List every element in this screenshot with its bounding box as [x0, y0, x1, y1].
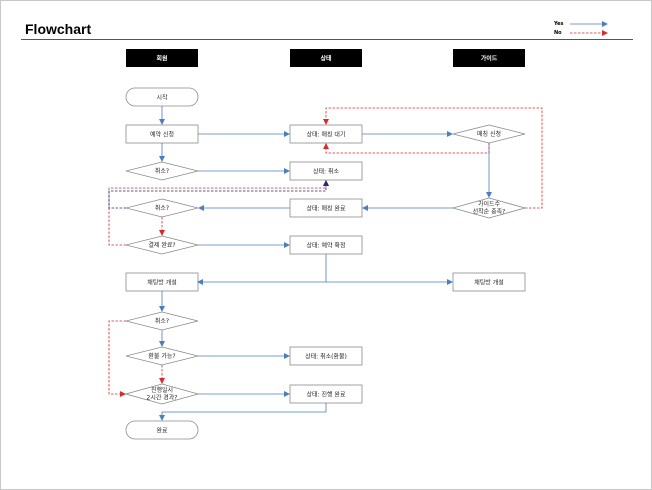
- node-guide-q-label-1: 가이드수: [478, 200, 501, 208]
- node-guide-q: 가이드수 선착순 충족?: [451, 197, 527, 219]
- node-status-cancel: 상태: 취소: [289, 161, 363, 181]
- node-status-match-done: 상태: 매칭 완료: [289, 198, 363, 218]
- node-status-cancel-label: 상태: 취소: [313, 168, 339, 176]
- node-status-match-done-label: 상태: 매칭 완료: [307, 205, 346, 213]
- node-status-cancel-refund-label: 상태: 취소(환불): [305, 353, 347, 361]
- node-room-open-left-label: 채팅방 개설: [147, 279, 177, 287]
- lane-status-label: 상태: [320, 55, 332, 63]
- node-progress-q: 진행일시 2시간 경과?: [124, 383, 200, 405]
- edge-cancelq2-yes-cancel: [108, 180, 329, 209]
- node-match-apply: 매칭 신청: [452, 124, 526, 144]
- node-progress-q-label-1: 진행일시: [151, 386, 173, 394]
- edge-guideq-no-waiting: [323, 107, 543, 209]
- lane-guide-label: 가이드: [481, 55, 498, 63]
- legend-yes-label: Yes: [554, 21, 564, 27]
- title-divider: [21, 39, 633, 40]
- node-start-label: 시작: [156, 95, 168, 102]
- yes-connectors: [159, 106, 492, 421]
- node-payment-q-label: 결제 완료?: [148, 241, 175, 249]
- node-status-confirmed-label: 상태: 예약 확정: [307, 242, 346, 250]
- edge-matchapply-no-waiting: [323, 143, 490, 154]
- node-status-waiting: 상태: 매칭 대기: [289, 124, 363, 144]
- node-end: 완료: [125, 420, 199, 440]
- node-cancel-q1: 취소?: [125, 161, 199, 181]
- lane-header-status: 상태: [290, 49, 362, 67]
- node-payment-q: 결제 완료?: [125, 235, 199, 255]
- node-progress-q-label-2: 2시간 경과?: [147, 394, 178, 402]
- node-guide-q-label-2: 선착순 충족?: [473, 208, 506, 216]
- node-end-label: 완료: [156, 427, 168, 435]
- node-status-waiting-label: 상태: 매칭 대기: [307, 131, 346, 139]
- node-cancel-q1-label: 취소?: [155, 167, 169, 175]
- lane-header-member: 회원: [126, 49, 198, 67]
- node-room-open-left: 채팅방 개설: [125, 272, 199, 292]
- node-cancel-q3: 취소?: [125, 311, 199, 331]
- node-status-cancel-refund: 상태: 취소(환불): [289, 346, 363, 366]
- node-reserve-label: 예약 신청: [150, 131, 174, 139]
- node-start: 시작: [125, 87, 199, 107]
- edge-confirmed-split: [197, 254, 327, 285]
- edge-cancelq3-no-progress: [108, 320, 126, 397]
- node-match-apply-label: 매칭 신청: [477, 130, 501, 138]
- node-cancel-q2-label: 취소?: [155, 204, 169, 212]
- node-status-done-label: 상태: 진행 완료: [307, 391, 346, 399]
- node-room-open-right-label: 채팅방 개설: [474, 279, 504, 287]
- node-cancel-q2: 취소?: [125, 198, 199, 218]
- node-reserve: 예약 신청: [125, 124, 199, 144]
- node-room-open-right: 채팅방 개설: [452, 272, 526, 292]
- page-title: Flowchart: [25, 21, 92, 37]
- node-refund-q: 환불 가능?: [125, 346, 199, 366]
- edge-done-end: [159, 403, 327, 421]
- node-refund-q-label: 환불 가능?: [148, 352, 175, 360]
- lane-header-guide: 가이드: [453, 49, 525, 67]
- lane-member-label: 회원: [156, 55, 167, 63]
- node-status-done: 상태: 진행 완료: [289, 384, 363, 404]
- legend-no-label: No: [554, 30, 562, 36]
- node-cancel-q3-label: 취소?: [155, 317, 169, 325]
- node-status-confirmed: 상태: 예약 확정: [289, 235, 363, 255]
